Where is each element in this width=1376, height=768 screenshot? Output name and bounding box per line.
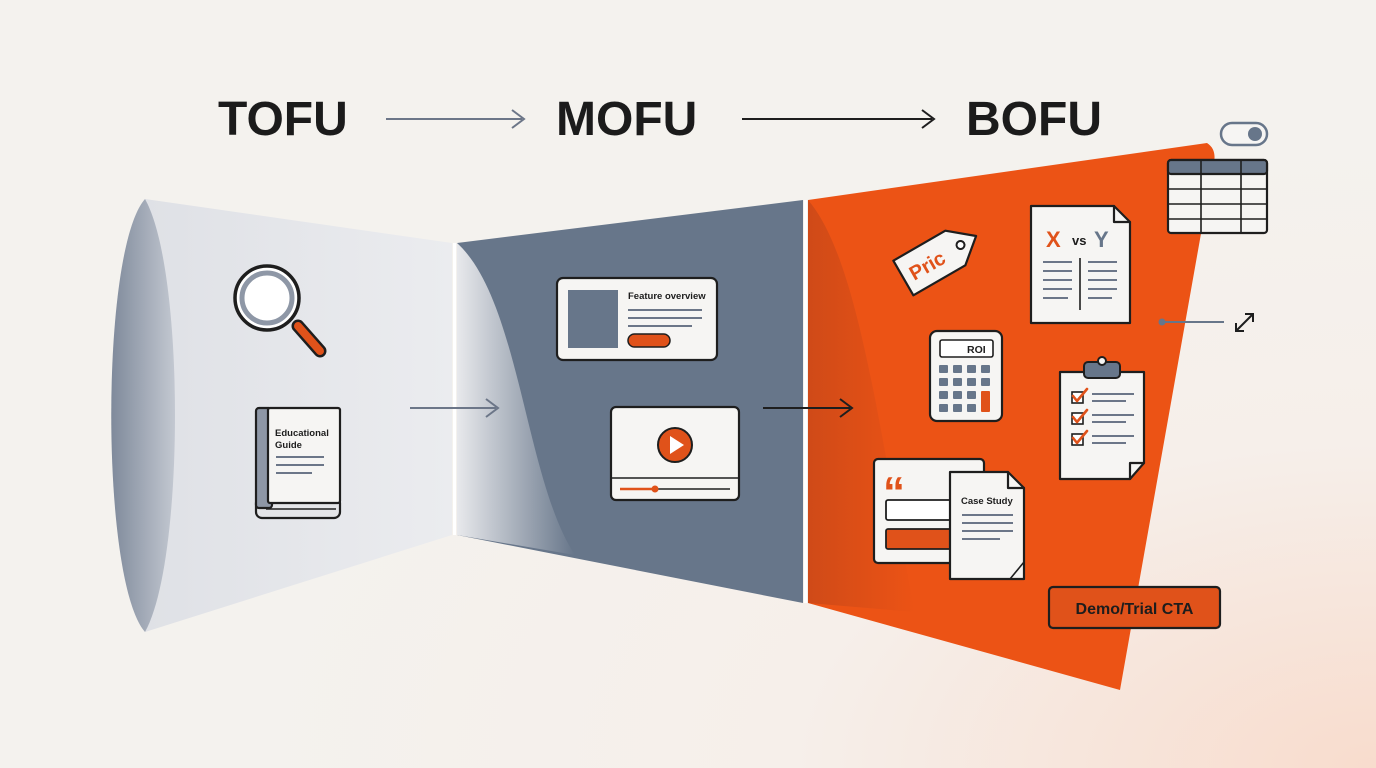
expand-arrows-icon bbox=[1235, 313, 1254, 332]
video-player-icon bbox=[609, 405, 741, 502]
compare-vs: vs bbox=[1072, 233, 1086, 248]
book-title-line1: Educational bbox=[275, 428, 329, 439]
comparison-doc-icon: X vs Y bbox=[1029, 204, 1132, 325]
price-tag-icon: Pric bbox=[892, 229, 978, 297]
stage-title-bofu: BOFU bbox=[966, 93, 1102, 146]
roi-label: ROI bbox=[967, 344, 986, 356]
feature-overview-label: Feature overview bbox=[628, 291, 706, 302]
title-arrow-mofu-bofu bbox=[742, 109, 936, 129]
flow-arrow-tofu-mofu bbox=[410, 398, 500, 418]
funnel-rim bbox=[111, 199, 175, 632]
book-title-line2: Guide bbox=[275, 440, 302, 451]
clipboard-checklist-icon bbox=[1058, 356, 1146, 481]
cta-button-label: Demo/Trial CTA bbox=[1076, 601, 1194, 618]
flow-arrow-mofu-bofu bbox=[763, 398, 854, 418]
toggle-switch-icon bbox=[1219, 121, 1269, 147]
case-study-label: Case Study bbox=[961, 496, 1013, 507]
compare-y: Y bbox=[1094, 227, 1109, 252]
book-icon: Educational Guide bbox=[254, 406, 342, 520]
connector-line-icon bbox=[1158, 318, 1224, 326]
magnifier-icon bbox=[233, 264, 327, 358]
calculator-icon: ROI bbox=[928, 329, 1004, 423]
stage-title-mofu: MOFU bbox=[556, 93, 697, 146]
compare-x: X bbox=[1046, 227, 1061, 252]
title-arrow-tofu-mofu bbox=[386, 109, 526, 129]
webpage-icon: Feature overview bbox=[555, 276, 719, 362]
mofu-curve-shade bbox=[457, 243, 575, 555]
case-study-doc-icon: Case Study bbox=[948, 470, 1026, 581]
table-grid-icon bbox=[1166, 158, 1269, 235]
cta-button[interactable]: Demo/Trial CTA bbox=[1047, 585, 1222, 630]
stage-title-tofu: TOFU bbox=[218, 93, 348, 146]
